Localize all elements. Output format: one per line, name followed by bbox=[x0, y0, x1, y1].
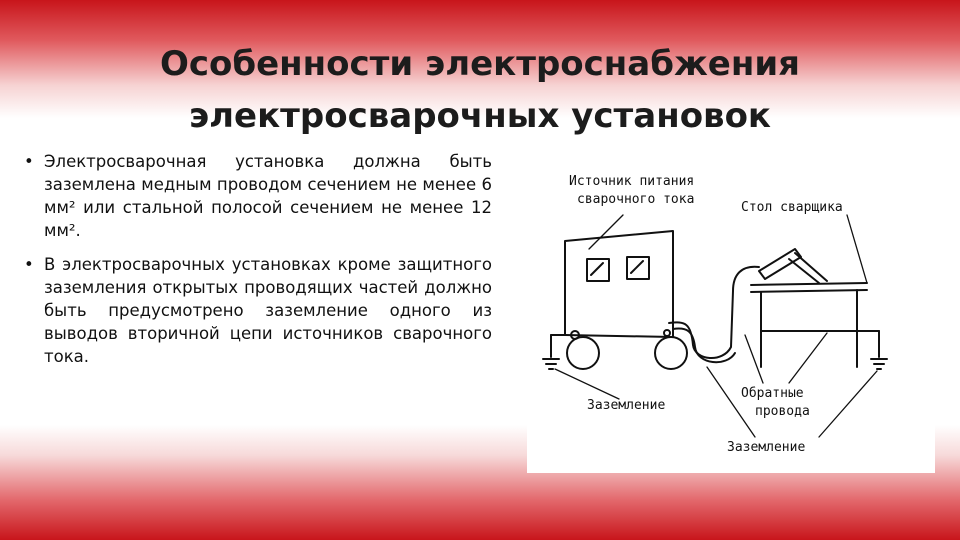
label-grounding-left: Заземление bbox=[587, 398, 665, 413]
welding-cables bbox=[668, 265, 760, 364]
leader-lines bbox=[554, 214, 878, 438]
bullet-marker: • bbox=[24, 152, 34, 171]
label-grounding-bottom: Заземление bbox=[727, 440, 805, 455]
label-welder-table: Стол сварщика bbox=[741, 200, 843, 215]
bullet-item: • В электросварочных установках кроме за… bbox=[22, 253, 492, 368]
bullet-text: В электросварочных установках кроме защи… bbox=[44, 255, 492, 366]
slide-title: Особенности электроснабжения электросвар… bbox=[80, 38, 880, 142]
label-return-wires-line-1: Обратные bbox=[741, 386, 804, 401]
label-power-source-line-1: Источник питания bbox=[569, 174, 694, 189]
welding-setup-diagram: Источник питания сварочного тока Стол св… bbox=[527, 155, 935, 473]
bullet-list: • Электросварочная установка должна быть… bbox=[22, 150, 492, 379]
label-return-wires-line-2: провода bbox=[755, 404, 810, 419]
wheel-right-icon bbox=[654, 336, 688, 370]
welder-table bbox=[750, 282, 868, 368]
slide-title-line-1: Особенности электроснабжения bbox=[159, 44, 801, 84]
meter-2-icon bbox=[626, 256, 650, 280]
wheel-left-icon bbox=[566, 336, 600, 370]
electrode-holder-icon bbox=[758, 248, 828, 284]
meter-1-icon bbox=[586, 258, 610, 282]
bullet-text: Электросварочная установка должна быть з… bbox=[44, 152, 492, 240]
ground-wiring bbox=[542, 330, 888, 370]
bullet-marker: • bbox=[24, 255, 34, 274]
power-source-unit bbox=[564, 230, 688, 370]
bullet-item: • Электросварочная установка должна быть… bbox=[22, 150, 492, 242]
slide-title-line-2: электросварочных установок bbox=[188, 96, 772, 136]
label-power-source-line-2: сварочного тока bbox=[577, 192, 694, 207]
